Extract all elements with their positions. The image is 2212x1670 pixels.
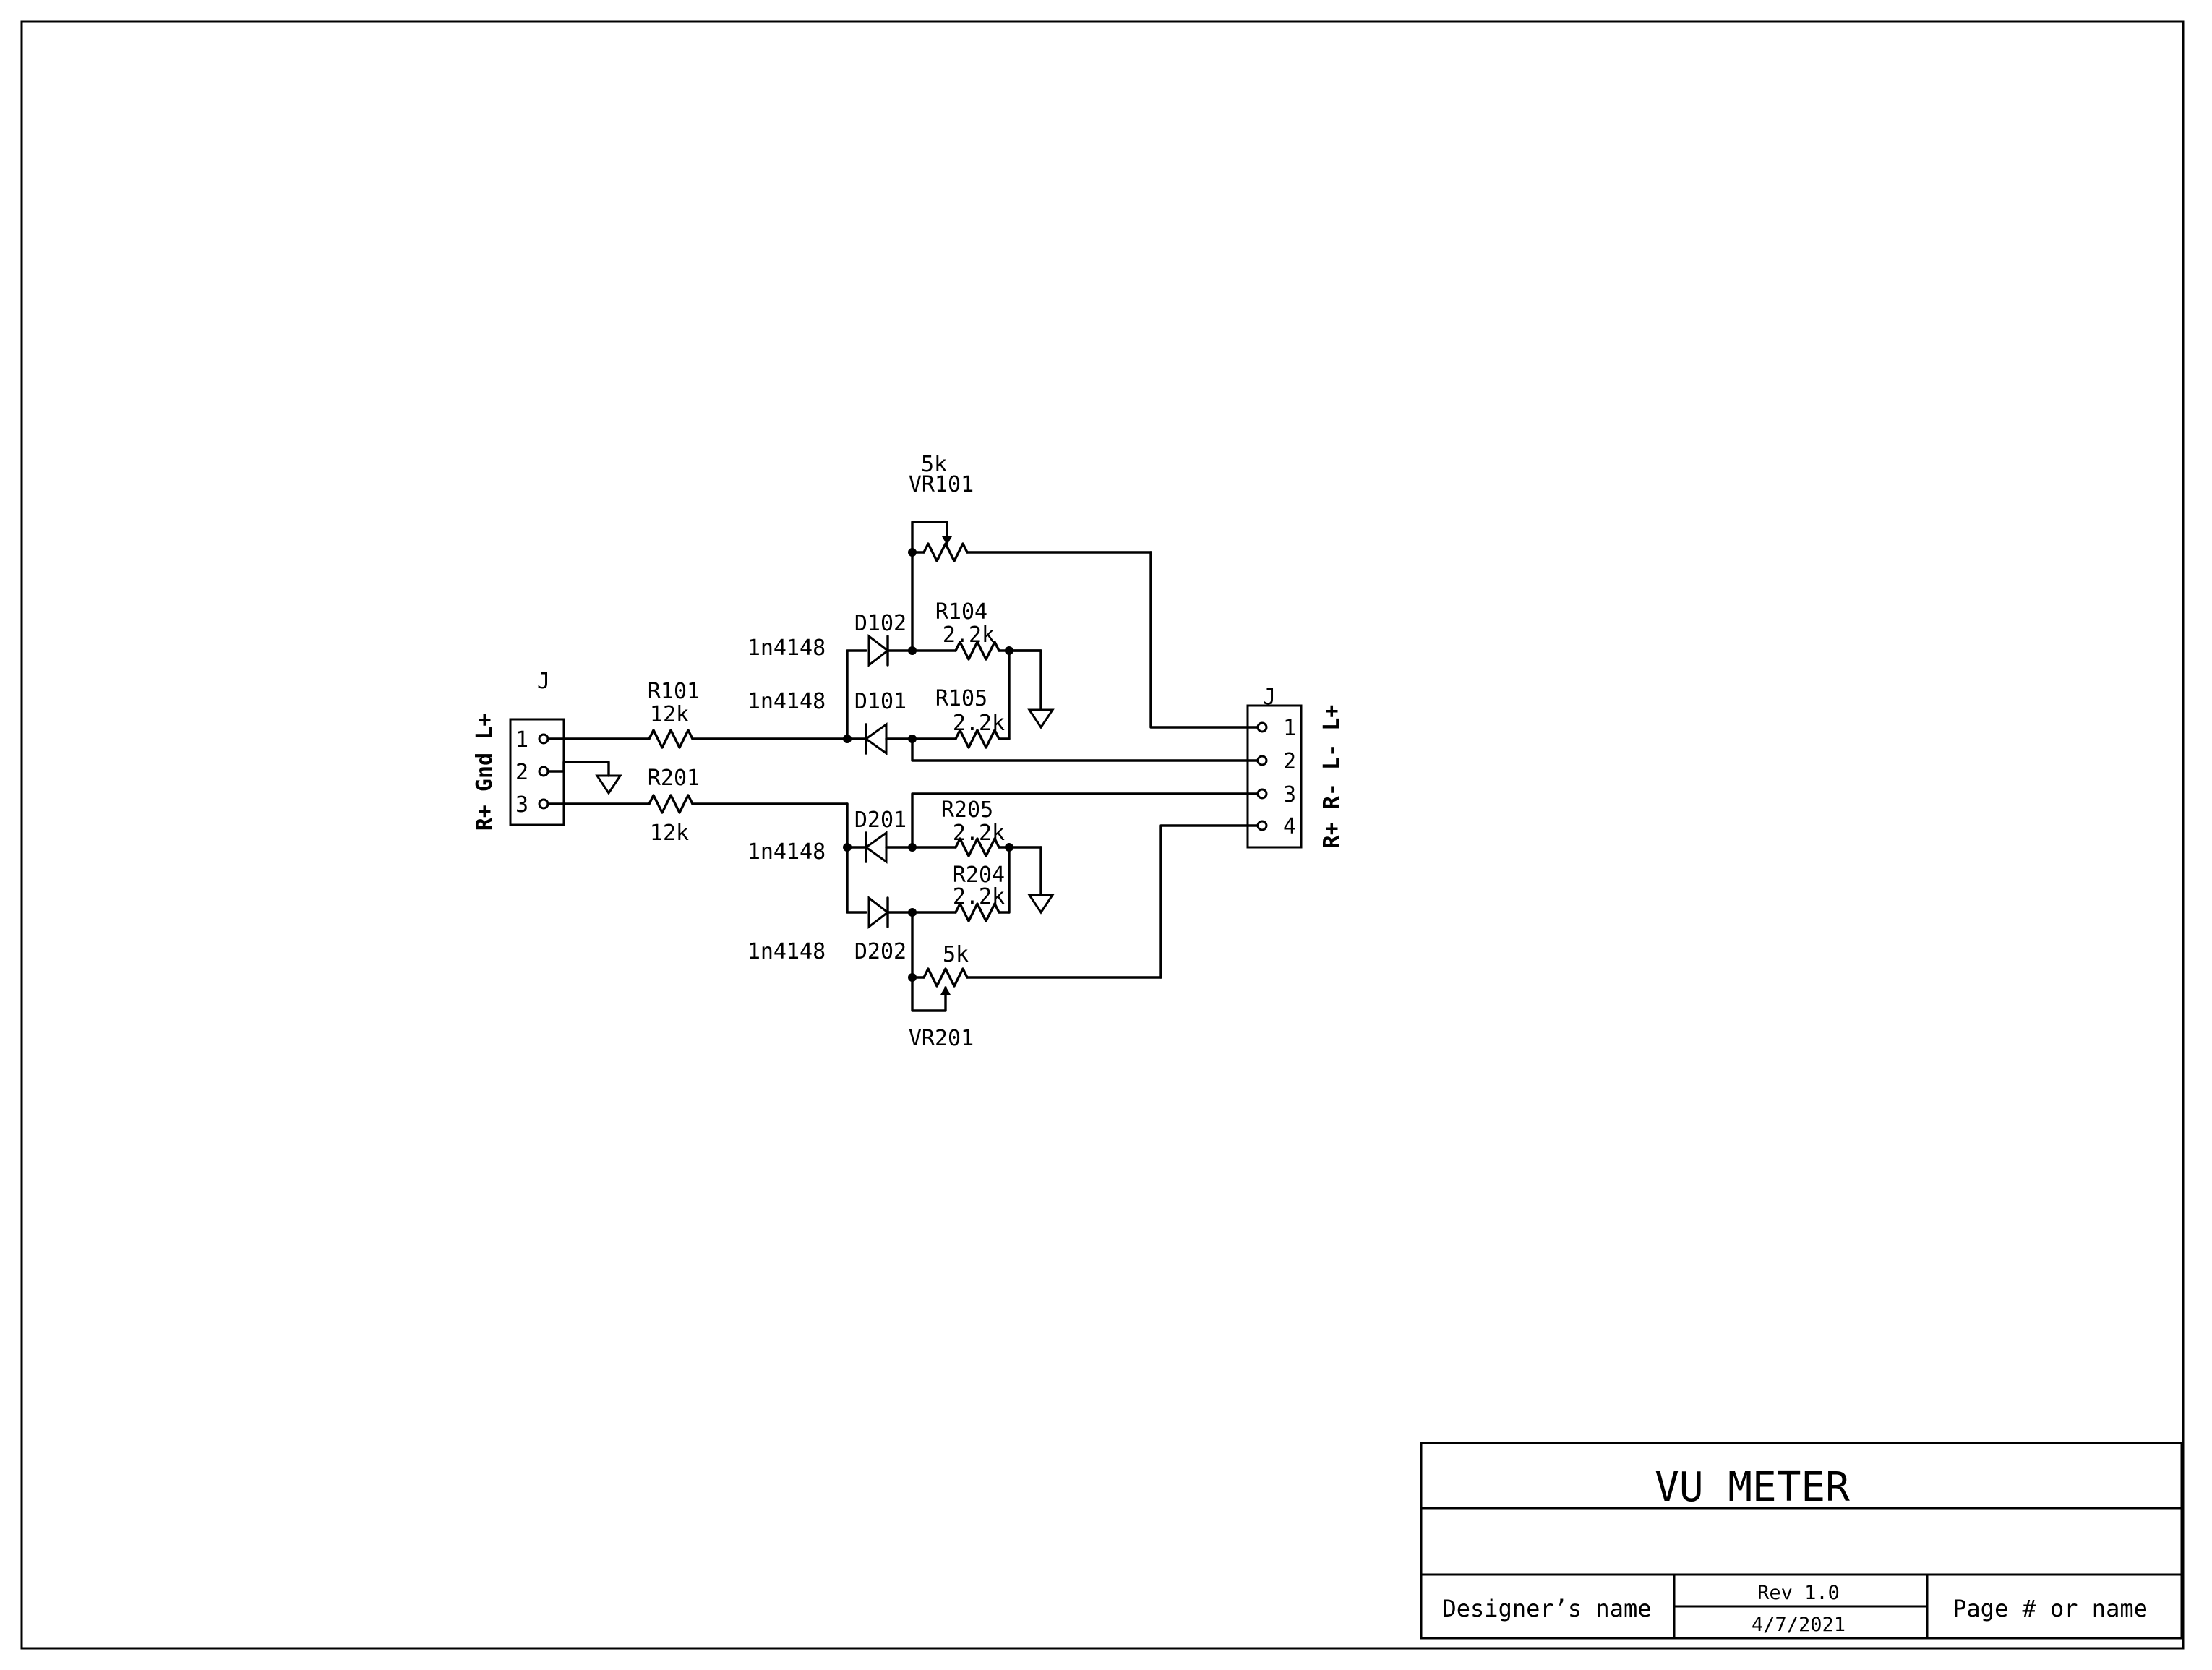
r105-ref: R105	[935, 686, 987, 711]
resistor-r205: R205 2.2k	[911, 797, 1042, 857]
d201-ref: D201	[854, 808, 906, 833]
title-block: VU METER Designer’s name Rev 1.0 4/7/202…	[1420, 1442, 2183, 1640]
j-output-pin-4: 4	[1283, 814, 1296, 839]
r104-value: 2.2k	[943, 622, 995, 648]
title-block-page: Page # or name	[1952, 1595, 2148, 1622]
title-block-date: 4/7/2021	[1752, 1614, 1846, 1636]
connector-j-output: J 1 2 3 4 R+ R- L- L+	[1246, 685, 1345, 849]
diode-d201: D201 1n4148	[747, 808, 914, 865]
resistor-r101: R101 12k	[546, 679, 849, 749]
j-output-pin-names: R+ R- L- L+	[1319, 705, 1345, 849]
d201-part: 1n4148	[747, 839, 826, 865]
wire-l-minus	[911, 792, 1259, 849]
d101-ref: D101	[854, 689, 906, 714]
j-input-pin-names: R+ Gnd L+	[472, 714, 497, 831]
r205-value: 2.2k	[953, 821, 1005, 846]
ground-right-channel	[1008, 649, 1055, 729]
wire-node1-d102	[846, 649, 867, 740]
wire-node2-d202	[846, 802, 867, 914]
r201-ref: R201	[648, 766, 700, 791]
j-input-pin-2: 2	[515, 760, 528, 785]
vr201-ref: VR201	[909, 1026, 974, 1051]
r105-value: 2.2k	[953, 711, 1005, 736]
j-input-pin-1: 1	[515, 727, 528, 753]
vr101-value: 5k	[921, 452, 947, 477]
j-input-ref: J	[537, 669, 550, 694]
vr101-ref: VR101	[909, 472, 974, 497]
j-output-ref: J	[1263, 685, 1276, 710]
d102-part: 1n4148	[747, 635, 826, 661]
resistor-r105: R105 2.2k	[911, 649, 1011, 749]
diode-d102: D102 1n4148	[747, 611, 914, 668]
j-output-pin-1: 1	[1283, 716, 1296, 741]
connector-j-input: J 1 2 3 R+ Gnd L+	[472, 669, 565, 831]
title-block-title: VU METER	[1655, 1464, 1850, 1511]
input-ground	[546, 761, 622, 795]
diode-d101: D101 1n4148	[747, 689, 914, 755]
r204-value: 2.2k	[953, 884, 1005, 909]
wire-r-minus	[911, 737, 1259, 762]
resistor-r201: R201 12k	[546, 766, 849, 846]
j-input-pin-3: 3	[515, 792, 528, 818]
title-block-designer: Designer’s name	[1443, 1595, 1652, 1622]
d101-part: 1n4148	[747, 689, 826, 714]
d202-part: 1n4148	[747, 939, 826, 964]
diode-d202: D202 1n4148	[747, 895, 914, 964]
potentiometer-vr101: 5k VR101	[909, 452, 1259, 729]
title-block-revision: Rev 1.0	[1757, 1582, 1840, 1604]
r205-ref: R205	[941, 797, 993, 823]
d102-ref: D102	[854, 611, 906, 636]
j-output-pin-2: 2	[1283, 749, 1296, 774]
r101-ref: R101	[648, 679, 700, 704]
resistor-r204: R204 2.2k	[911, 846, 1011, 922]
vr201-value: 5k	[943, 942, 969, 967]
ground-left-channel	[1027, 846, 1055, 915]
r201-value: 12k	[650, 821, 689, 846]
potentiometer-vr201: 5k VR201	[909, 824, 1259, 1051]
d202-ref: D202	[854, 939, 906, 964]
r101-value: 12k	[650, 702, 689, 727]
r204-ref: R204	[953, 862, 1005, 888]
r104-ref: R104	[935, 599, 987, 625]
j-output-pin-3: 3	[1283, 782, 1296, 808]
sheet-border	[20, 20, 2185, 1650]
